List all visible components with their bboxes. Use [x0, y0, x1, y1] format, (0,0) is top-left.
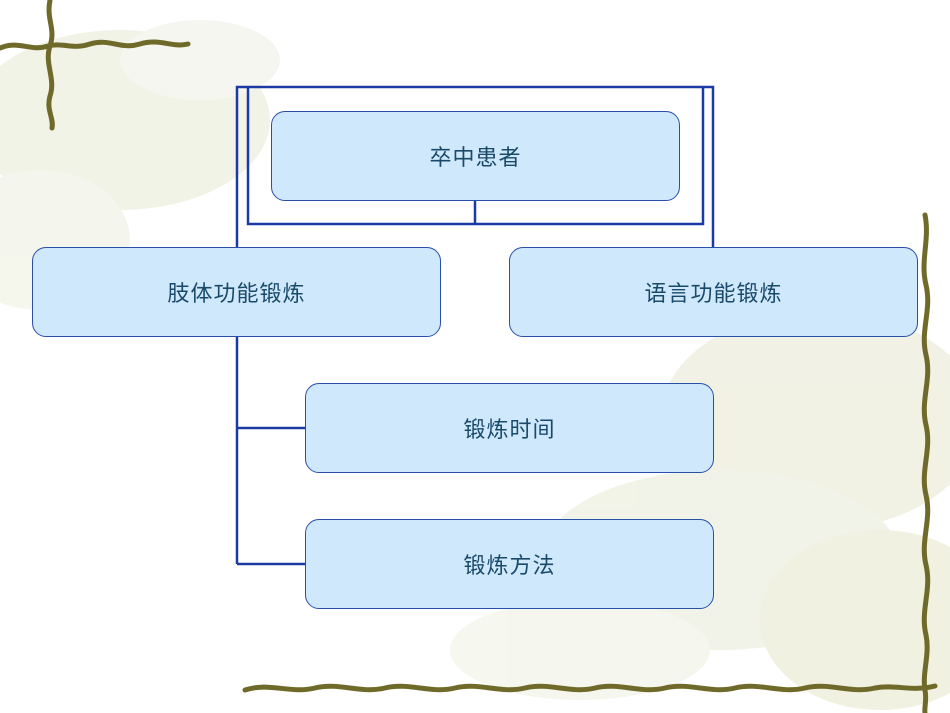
speech-exercise-label: 语言功能锻炼: [644, 282, 783, 307]
exercise-method-node: 锻炼方法: [305, 519, 714, 609]
vine-corner-icon: [242, 212, 938, 713]
limb-exercise-node: 肢体功能锻炼: [32, 247, 441, 337]
speech-exercise-node: 语言功能锻炼: [509, 247, 918, 337]
exercise-method-label: 锻炼方法: [463, 554, 556, 579]
root-node: 卒中患者: [271, 111, 680, 201]
root-node-label: 卒中患者: [429, 146, 522, 171]
exercise-time-label: 锻炼时间: [463, 418, 556, 443]
limb-exercise-label: 肢体功能锻炼: [167, 282, 306, 307]
exercise-time-node: 锻炼时间: [305, 383, 714, 473]
vine-corner-icon: [0, 0, 191, 131]
